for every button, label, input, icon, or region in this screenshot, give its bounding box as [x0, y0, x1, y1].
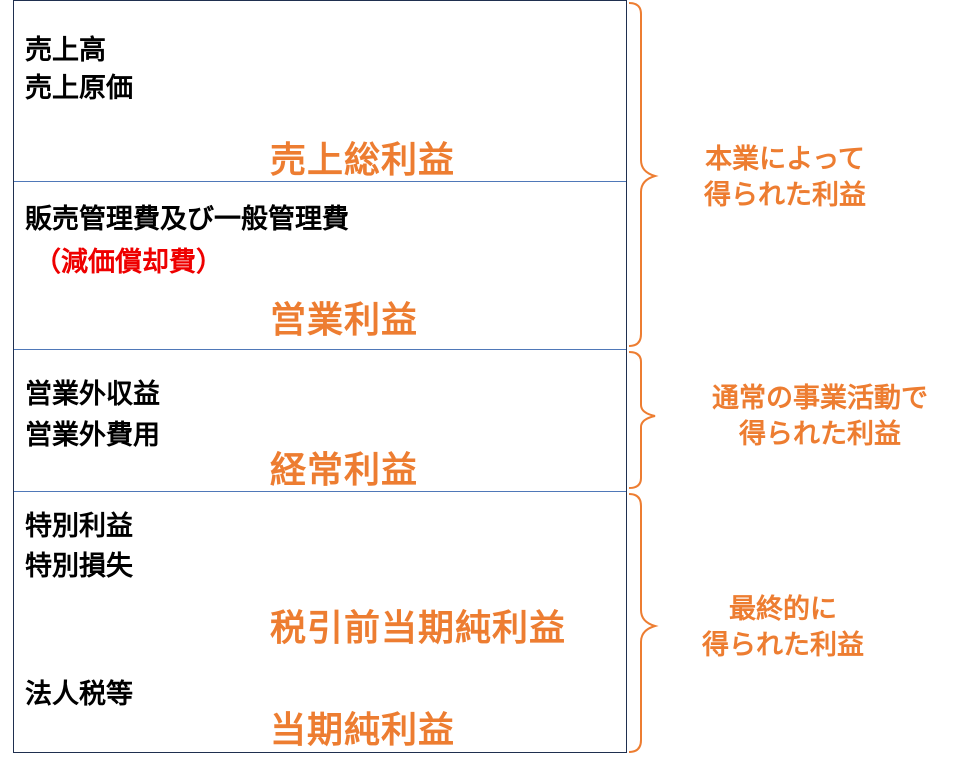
- non-operating-expenses-label: 営業外費用: [25, 420, 160, 451]
- depreciation-label: （減価償却費）: [34, 247, 223, 278]
- pretax-profit-label: 税引前当期純利益: [270, 608, 567, 649]
- gross-profit-label: 売上総利益: [270, 140, 456, 181]
- ordinary-profit-label: 経常利益: [270, 450, 419, 491]
- bracket-2-note: 通常の事業活動で 得られた利益: [685, 381, 955, 453]
- bracket-2-line-1: 通常の事業活動で: [712, 383, 928, 414]
- bracket-1-note: 本業によって 得られた利益: [665, 142, 905, 214]
- income-statement-box: 売上高 売上原価 売上総利益 販売管理費及び一般管理費 （減価償却費） 営業利益…: [13, 0, 627, 753]
- section-divider: [14, 491, 626, 492]
- bracket-1: [628, 2, 659, 347]
- section-divider: [14, 181, 626, 182]
- bracket-3-note: 最終的に 得られた利益: [663, 592, 903, 664]
- section-divider: [14, 349, 626, 350]
- cost-of-sales-label: 売上原価: [25, 73, 133, 104]
- extraordinary-income-label: 特別利益: [25, 511, 133, 542]
- curly-brackets: [628, 2, 659, 753]
- sales-label: 売上高: [25, 35, 106, 66]
- bracket-3-line-1: 最終的に: [729, 594, 837, 625]
- non-operating-income-label: 営業外収益: [25, 379, 160, 410]
- bracket-3: [628, 493, 659, 753]
- sga-expenses-label: 販売管理費及び一般管理費: [25, 204, 349, 235]
- bracket-2: [628, 351, 656, 489]
- net-profit-label: 当期純利益: [270, 710, 456, 751]
- extraordinary-loss-label: 特別損失: [25, 551, 133, 582]
- bracket-1-line-1: 本業によって: [705, 144, 865, 175]
- bracket-2-line-2: 得られた利益: [739, 419, 901, 450]
- corporate-tax-label: 法人税等: [25, 679, 133, 710]
- bracket-3-line-2: 得られた利益: [702, 630, 864, 661]
- bracket-1-line-2: 得られた利益: [704, 180, 866, 211]
- operating-profit-label: 営業利益: [270, 300, 419, 341]
